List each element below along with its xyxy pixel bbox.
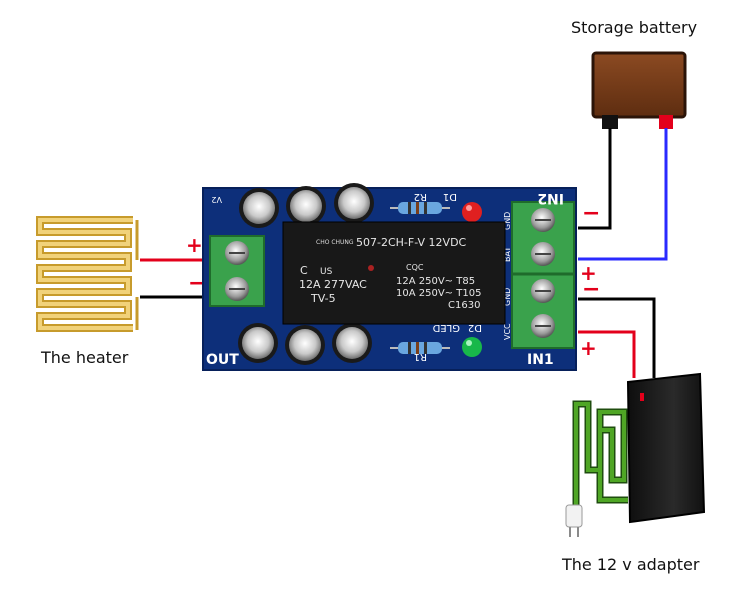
relay-cert-c: C [300,264,308,277]
relay-rating-4: 10A 250V~ T105 [396,288,481,299]
battery-positive-terminal [659,115,673,129]
battery-negative-terminal [602,115,618,129]
label-in1: IN1 [527,352,554,368]
resistor-r1 [390,342,450,354]
power-plug [565,504,583,537]
relay-model: 507-2CH-F-V 12VDC [356,236,467,249]
heater-minus-sign: − [188,271,206,296]
red-led [462,202,482,222]
battery-minus-sign: − [582,201,600,226]
relay: CHO CHUNG 507-2CH-F-V 12VDC C US CQC 12A… [282,221,506,325]
heater-plus-sign: + [186,233,203,257]
relay-code: C1630 [448,300,480,311]
battery-positive-wire [578,128,668,261]
adapter-minus-sign: − [582,277,600,302]
label-d2: D2 [468,322,482,333]
label-gled: GLED [432,322,460,333]
out-terminal-block [209,235,265,307]
label-r1: R1 [414,351,427,362]
label-pin-vcc: VCC [503,323,512,340]
adapter-plus-sign: + [580,336,597,360]
label-pin-gnd-bat: GND [503,212,512,230]
battery-negative-wire [578,128,612,230]
heater-label: The heater [41,348,129,367]
adapter-power-cable [572,400,628,514]
relay-rating-3: 12A 250V~ T85 [396,276,475,287]
resistor-r2 [390,202,450,214]
relay-cert-us: US [320,267,333,277]
label-r2: R2 [414,191,427,202]
relay-cert-cqc: CQC [406,263,424,272]
capacitors [238,183,374,365]
relay-brand: CHO CHUNG [316,239,354,246]
adapter-positive-wire [578,330,636,378]
green-led [462,337,482,357]
adapter-label: The 12 v adapter [562,555,700,574]
label-v2: V2 [211,195,222,204]
12v-adapter [626,372,706,524]
label-pin-bat: BAT [503,247,512,262]
relay-module-pcb: R2 D1 BLED R1 D2 GLED V2 OUT IN2 IN1 BAT… [202,183,577,371]
label-out: OUT [206,352,239,368]
in-terminal-block [511,201,575,349]
storage-battery-label: Storage battery [571,18,698,37]
adapter-negative-wire [578,297,656,378]
adapter-indicator-led [640,393,644,401]
label-pin-gnd-in: GND [503,288,512,306]
heater-element [36,216,139,332]
label-in2: IN2 [537,190,564,206]
label-d1: D1 [443,191,457,202]
battery-plus-sign: + [580,261,597,285]
storage-battery [591,51,687,129]
relay-rating-1: 12A 277VAC [299,278,367,291]
relay-rating-2: TV-5 [310,292,336,305]
